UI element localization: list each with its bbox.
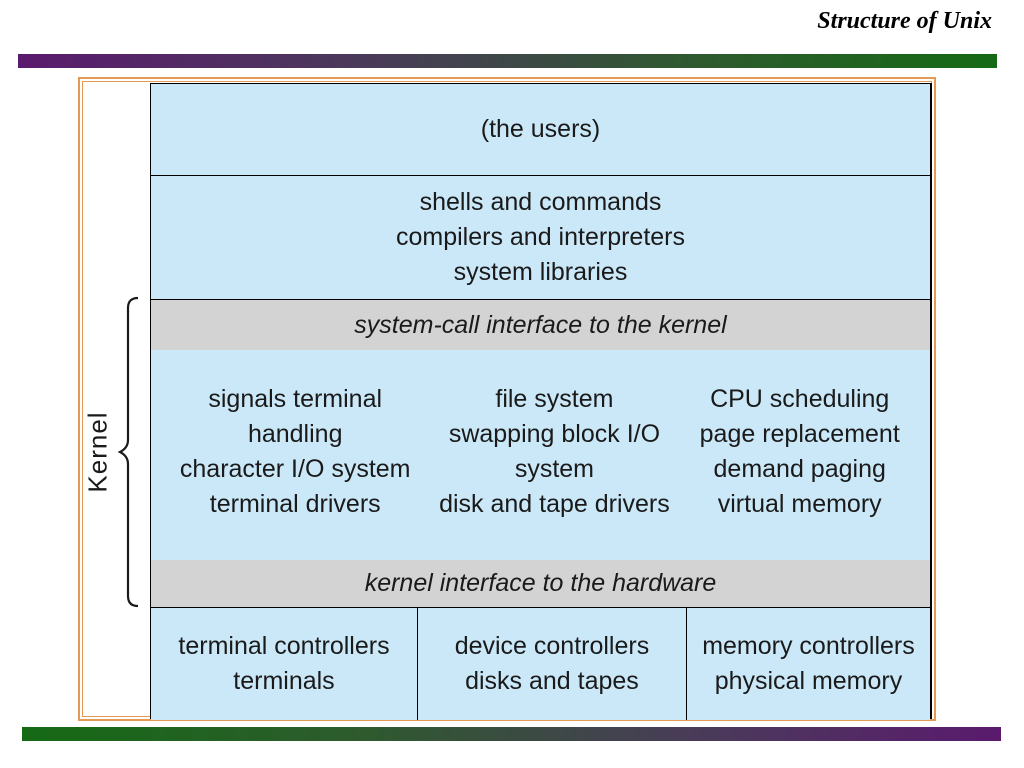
kernel-col1-line4: terminal drivers [209,490,381,518]
kernel-body-layer: signals terminal handling character I/O … [151,350,930,560]
kernel-col1-line3: character I/O system [179,455,411,483]
hardware-column-terminals: terminal controllers terminals [151,608,418,720]
shells-line: shells and commands [419,188,662,216]
slide-title: Structure of Unix [817,8,992,34]
hardware-col2-line1: device controllers [454,632,650,660]
kernel-column-filesystem: file system swapping block I/O system di… [439,382,670,522]
hardware-column-memory: memory controllers physical memory [687,608,930,720]
bottom-divider-bar [22,727,1001,741]
shells-layer: shells and commands compilers and interp… [151,176,930,300]
syscall-interface-label: system-call interface to the kernel [354,310,727,339]
kernel-brace-icon [117,296,139,608]
hardware-col3-line1: memory controllers [702,632,915,660]
hardware-col1-line2: terminals [233,667,335,695]
hardware-col3-line2: physical memory [714,667,903,695]
hardware-interface-label: kernel interface to the hardware [364,569,717,597]
syscall-interface-layer: system-call interface to the kernel [151,300,930,350]
top-divider-bar [18,54,997,68]
kernel-col2-line3: system [514,455,595,483]
libraries-line: system libraries [453,258,628,286]
kernel-col2-line1: file system [495,385,614,413]
kernel-col3-line3: demand paging [713,455,886,483]
users-layer: (the users) [151,84,930,176]
compilers-line: compilers and interpreters [395,223,685,251]
kernel-column-terminal: signals terminal handling character I/O … [151,382,439,522]
hardware-layer: terminal controllers terminals device co… [151,608,930,720]
unix-structure-diagram: (the users) shells and commands compiler… [150,83,932,720]
kernel-col3-line1: CPU scheduling [710,385,890,413]
hardware-col1-line1: terminal controllers [178,632,390,660]
kernel-col1-line1: signals terminal [208,385,383,413]
kernel-col1-line2: handling [247,420,343,448]
kernel-col3-line2: page replacement [699,420,900,448]
users-layer-label: (the users) [480,115,601,143]
kernel-col2-line2: swapping block I/O [448,420,661,448]
kernel-column-memory: CPU scheduling page replacement demand p… [669,382,930,522]
kernel-label: Kernel [82,411,113,493]
hardware-col2-line2: disks and tapes [465,667,639,695]
kernel-col3-line4: virtual memory [717,490,882,518]
hardware-interface-layer: kernel interface to the hardware [151,560,930,608]
hardware-column-devices: device controllers disks and tapes [418,608,687,720]
kernel-col2-line4: disk and tape drivers [439,490,670,518]
